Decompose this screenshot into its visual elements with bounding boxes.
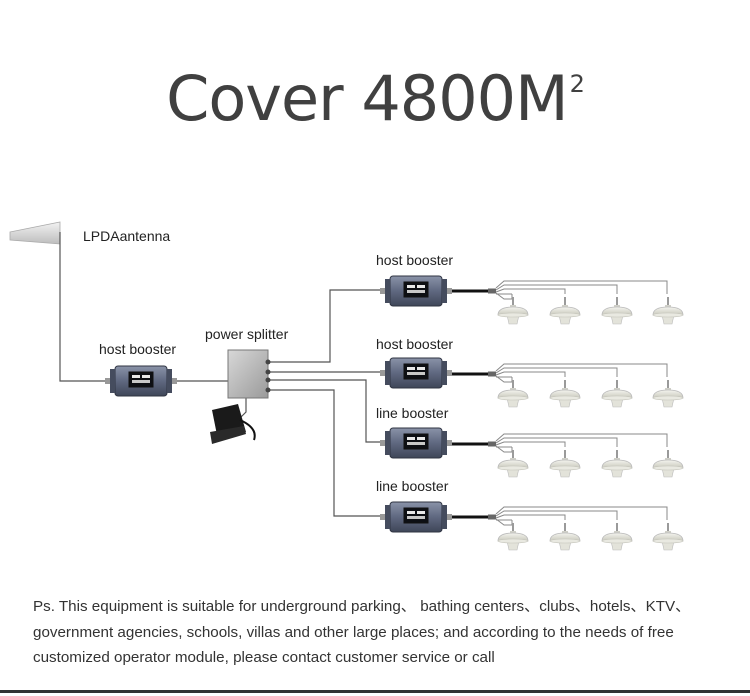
footer-note: Ps. This equipment is suitable for under…: [33, 598, 691, 666]
host-booster-1-label: host booster: [376, 252, 454, 268]
cables: [59, 232, 386, 517]
booster-device-icon: [104, 365, 178, 397]
host-booster-2-label: host booster: [376, 336, 454, 352]
power-splitter-icon: [227, 349, 271, 399]
booster-device-icon: [379, 275, 453, 307]
bottom-divider: [0, 690, 750, 693]
power-splitter-label: power splitter: [205, 326, 289, 342]
ceiling-antenna-icon: [452, 507, 683, 550]
ceiling-antenna-icon: [452, 434, 683, 477]
booster-device-icon: [379, 501, 453, 533]
page-title: Cover 4800M2: [166, 62, 585, 135]
booster-device-icon: [379, 427, 453, 459]
booster-device-icon: [379, 357, 453, 389]
line-booster-2-label: line booster: [376, 478, 449, 494]
lpda-antenna-icon: [9, 221, 61, 245]
ceiling-antenna-icon: [452, 281, 683, 324]
ceiling-antenna-icon: [452, 364, 683, 407]
host-booster-main-label: host booster: [99, 341, 177, 357]
power-adapter-icon: [210, 404, 256, 444]
line-booster-1-label: line booster: [376, 405, 449, 421]
antenna-label: LPDAantenna: [83, 228, 171, 244]
title-superscript: 2: [569, 70, 585, 98]
